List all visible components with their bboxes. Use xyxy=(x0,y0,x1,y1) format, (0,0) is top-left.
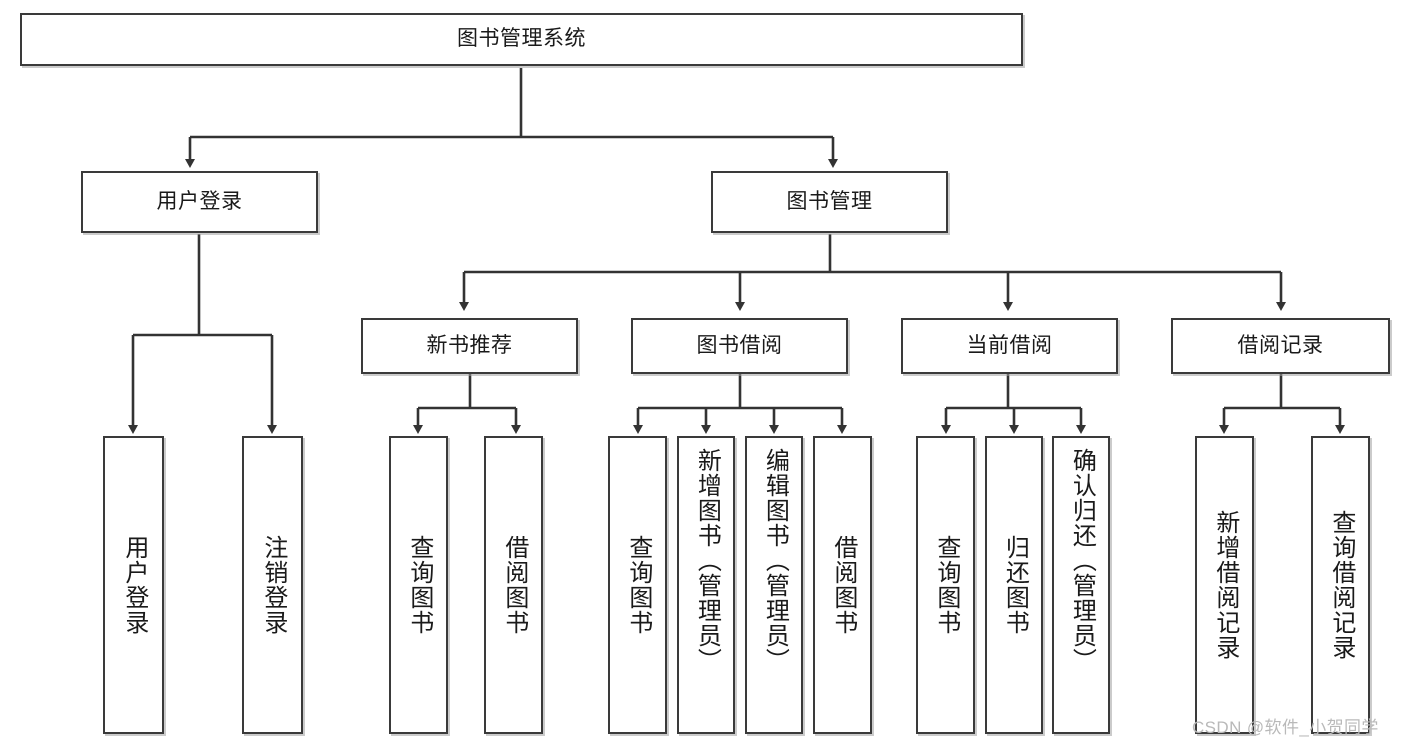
leaf-logout-login[interactable]: 注销登录 xyxy=(242,436,303,734)
node-user-login-label: 用户登录 xyxy=(156,189,243,213)
leaf-query-book-3[interactable]: 查询图书 xyxy=(916,436,975,734)
leaf-edit-book[interactable]: 编辑图书（管理员） xyxy=(745,436,803,734)
node-root[interactable]: 图书管理系统 xyxy=(20,13,1023,66)
node-user-login[interactable]: 用户登录 xyxy=(81,171,318,233)
node-new-book-rec-label: 新书推荐 xyxy=(426,333,513,357)
leaf-return-book[interactable]: 归还图书 xyxy=(985,436,1043,734)
node-borrow-record[interactable]: 借阅记录 xyxy=(1171,318,1390,374)
leaf-add-record-label: 新增借阅记录 xyxy=(1211,510,1239,660)
leaf-return-book-label: 归还图书 xyxy=(1001,535,1029,635)
leaf-borrow-book-2[interactable]: 借阅图书 xyxy=(813,436,872,734)
leaf-add-book-label: 新增图书（管理员） xyxy=(693,448,721,673)
leaf-query-book-1-label: 查询图书 xyxy=(405,535,433,635)
node-book-manage-label: 图书管理 xyxy=(786,189,873,213)
node-new-book-rec[interactable]: 新书推荐 xyxy=(361,318,578,374)
leaf-query-book-2-label: 查询图书 xyxy=(624,535,652,635)
node-book-manage[interactable]: 图书管理 xyxy=(711,171,948,233)
leaf-add-book[interactable]: 新增图书（管理员） xyxy=(677,436,735,734)
leaf-query-record-label: 查询借阅记录 xyxy=(1327,510,1355,660)
leaf-user-login[interactable]: 用户登录 xyxy=(103,436,164,734)
node-book-borrow-label: 图书借阅 xyxy=(696,333,783,357)
leaf-query-book-2[interactable]: 查询图书 xyxy=(608,436,667,734)
leaf-confirm-return-label: 确认归还（管理员） xyxy=(1068,448,1096,673)
node-root-label: 图书管理系统 xyxy=(457,27,586,51)
leaf-user-login-label: 用户登录 xyxy=(120,535,148,635)
node-current-borrow[interactable]: 当前借阅 xyxy=(901,318,1118,374)
leaf-add-record[interactable]: 新增借阅记录 xyxy=(1195,436,1254,734)
leaf-logout-login-label: 注销登录 xyxy=(259,535,287,635)
node-current-borrow-label: 当前借阅 xyxy=(966,333,1053,357)
leaf-confirm-return[interactable]: 确认归还（管理员） xyxy=(1052,436,1110,734)
leaf-query-record[interactable]: 查询借阅记录 xyxy=(1311,436,1370,734)
watermark: CSDN @软件_小贺同学 xyxy=(1192,718,1379,737)
leaf-edit-book-label: 编辑图书（管理员） xyxy=(761,448,789,673)
leaf-query-book-1[interactable]: 查询图书 xyxy=(389,436,448,734)
leaf-borrow-book-1[interactable]: 借阅图书 xyxy=(484,436,543,734)
node-borrow-record-label: 借阅记录 xyxy=(1237,333,1324,357)
leaf-query-book-3-label: 查询图书 xyxy=(932,535,960,635)
node-book-borrow[interactable]: 图书借阅 xyxy=(631,318,848,374)
leaf-borrow-book-1-label: 借阅图书 xyxy=(500,535,528,635)
leaf-borrow-book-2-label: 借阅图书 xyxy=(829,535,857,635)
